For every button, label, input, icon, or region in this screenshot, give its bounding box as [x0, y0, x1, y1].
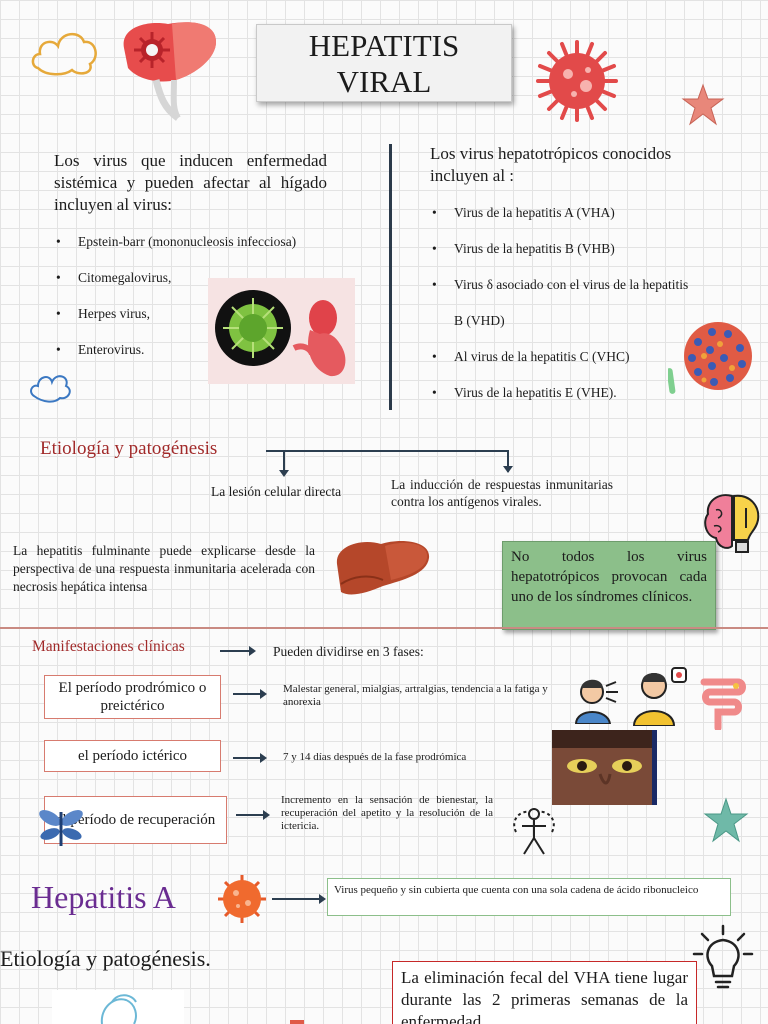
starfish-icon [681, 83, 725, 126]
sick-person-icon [632, 667, 687, 726]
manifestaciones-heading: Manifestaciones clínicas [32, 638, 185, 655]
virus-particle-icon [668, 322, 752, 394]
phase-label: El período prodrómico o preictérico [58, 680, 207, 714]
list-item: Citomegalovirus, [54, 270, 344, 306]
list-item: Virus de la hepatitis E (VHE). [430, 385, 730, 421]
virus-icon [536, 40, 618, 122]
brain-bulb-icon [704, 494, 760, 553]
cloud-doodle-icon [31, 33, 97, 76]
starfish-icon [703, 797, 749, 843]
etiologia-connector [266, 450, 513, 477]
phase-detail: Incremento en la sensación de bienestar,… [281, 794, 493, 832]
green-note-text: No todos los virus hepatotrópicos provoc… [511, 549, 707, 605]
virus-fetus-image [208, 278, 355, 384]
green-note-box: No todos los virus hepatotrópicos provoc… [502, 541, 716, 630]
liver-icon [123, 22, 216, 121]
list-item: Epstein-barr (mononucleosis infecciosa) [54, 234, 344, 270]
arrow-icon [233, 689, 267, 699]
hepatitis-a-description-box: Virus pequeño y sin cubierta que cuenta … [327, 878, 731, 916]
list-item: Virus de la hepatitis B (VHB) [430, 241, 730, 277]
list-item: Virus δ asociado con el virus de la hepa… [430, 277, 730, 313]
list-item: Herpes virus, [54, 306, 344, 342]
phase-box-prodromico: El período prodrómico o preictérico [44, 675, 221, 719]
branch-immune-response: La inducción de respuestas inmunitarias … [391, 477, 613, 509]
right-intro: Los virus hepatotrópicos conocidos inclu… [430, 144, 672, 185]
body-wellness-icon [513, 808, 555, 855]
virus-icon [218, 875, 266, 923]
title-line-2: VIRAL [336, 64, 432, 99]
arrow-icon [272, 894, 326, 904]
hand-illustration [52, 990, 184, 1024]
etiologia-subheading: Etiología y patogénesis. [0, 946, 211, 971]
list-item: Enterovirus. [54, 342, 344, 378]
branch-direct-injury: La lesión celular directa [211, 484, 342, 499]
liver-image [336, 540, 430, 595]
fecal-elimination-box: La eliminación fecal del VHA tiene lugar… [392, 961, 697, 1024]
hepatotropic-virus-list: Virus de la hepatitis A (VHA) Virus de l… [430, 205, 730, 421]
hepatitis-a-heading: Hepatitis A [31, 879, 176, 915]
phases-summary: Pueden dividirse en 3 fases: [273, 644, 424, 659]
arrow-icon [236, 810, 270, 820]
decorative-mark [290, 1020, 304, 1024]
left-virus-list: Epstein-barr (mononucleosis infecciosa) … [54, 234, 344, 378]
tired-person-icon [574, 679, 618, 724]
intestine-icon [700, 678, 746, 730]
jaundice-eyes-photo [552, 730, 657, 805]
fecal-elimination-text: La eliminación fecal del VHA tiene lugar… [401, 968, 688, 1024]
phase-detail: Malestar general, mialgias, artralgias, … [283, 683, 548, 708]
arrow-icon [220, 646, 256, 656]
arrow-icon [233, 753, 267, 763]
phase-label: el período ictérico [77, 748, 188, 764]
fulminante-text: La hepatitis fulminante puede explicarse… [13, 543, 315, 594]
hepatitis-a-description: Virus pequeño y sin cubierta que cuenta … [334, 884, 699, 896]
lightbulb-icon [692, 924, 754, 989]
column-divider [389, 144, 392, 410]
cloud-doodle-icon [30, 375, 71, 403]
section-divider [0, 627, 768, 629]
list-item: Al virus de la hepatitis C (VHC) [430, 349, 730, 385]
title-line-1: HEPATITIS [308, 28, 460, 63]
etiologia-heading: Etiología y patogénesis [40, 438, 218, 459]
phase-box-icterico: el período ictérico [44, 740, 221, 772]
page-title: HEPATITIS VIRAL [256, 24, 512, 102]
phase-detail: 7 y 14 días después de la fase prodrómic… [283, 751, 467, 763]
left-intro: Los virus que inducen enfermedad sistémi… [54, 151, 327, 214]
dragonfly-icon [39, 810, 83, 846]
list-item: Virus de la hepatitis A (VHA) [430, 205, 730, 241]
list-item-continuation: B (VHD) [454, 313, 505, 328]
phase-label: el período de recuperación [55, 812, 216, 828]
